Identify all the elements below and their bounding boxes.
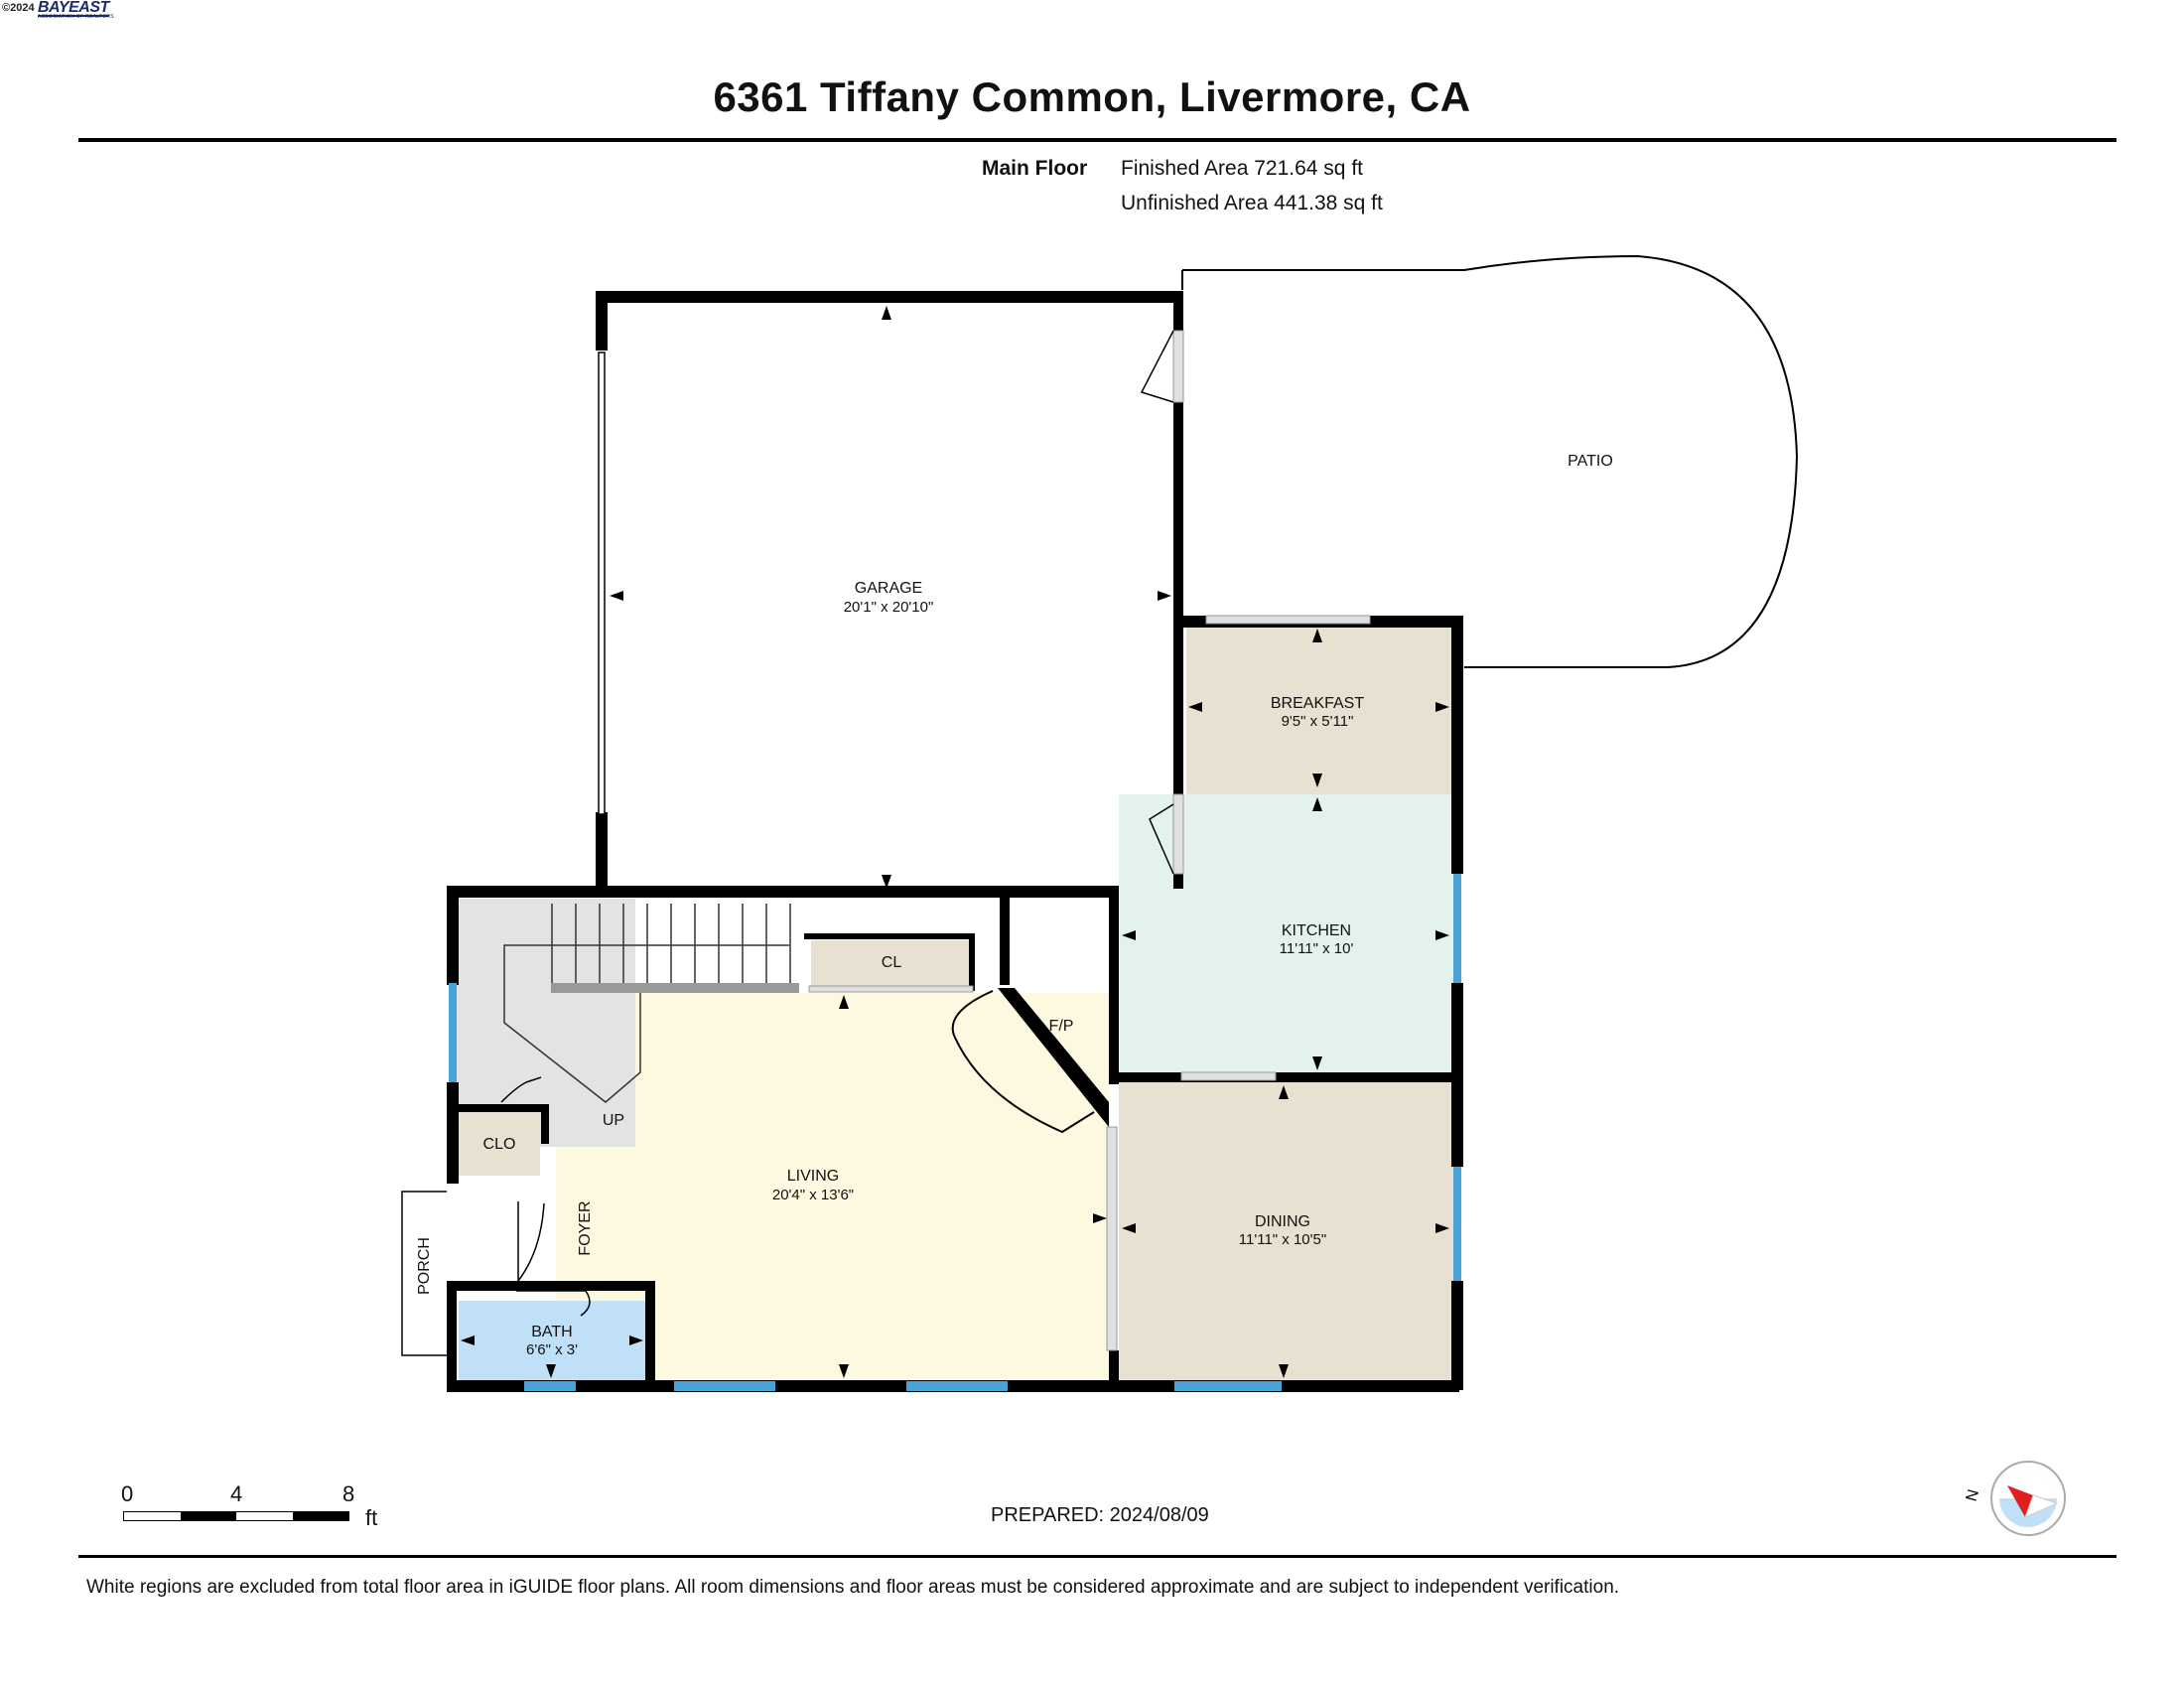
clo-fill xyxy=(459,1114,540,1176)
closet-fill xyxy=(811,940,975,988)
bayeast-logo: BAYEAST xyxy=(38,0,109,17)
unfinished-area: Unfinished Area 441.38 sq ft xyxy=(1121,192,1383,214)
breakfast-label: BREAKFAST xyxy=(1271,695,1364,712)
kitchen-label: KITCHEN xyxy=(1282,922,1351,939)
breakfast-fill xyxy=(1186,626,1454,794)
stair-treads xyxy=(503,904,791,1103)
bath-label: BATH xyxy=(531,1324,572,1340)
fireplace-label: F/P xyxy=(1049,1018,1074,1035)
copyright-text: ©2024 xyxy=(2,2,35,14)
living-label: LIVING xyxy=(787,1168,839,1185)
clo-label: CLO xyxy=(483,1136,516,1153)
prepared-date: PREPARED: 2024/08/09 xyxy=(991,1504,1209,1526)
scale-label-4: 4 xyxy=(230,1481,243,1506)
fireplace-wall xyxy=(998,988,1109,1127)
bayeast-logo-subtitle: ASSOCIATION OF REALTORS xyxy=(38,14,114,20)
patio-label: PATIO xyxy=(1568,453,1613,470)
scale-unit: ft xyxy=(365,1505,378,1530)
stairs-up-label: UP xyxy=(603,1112,624,1129)
scale-label-0: 0 xyxy=(121,1481,134,1506)
door-openings xyxy=(808,330,1371,1351)
scale-bar xyxy=(123,1511,349,1521)
foyer-label: FOYER xyxy=(577,1200,594,1255)
garage-label: GARAGE xyxy=(855,580,922,597)
fireplace-hearth xyxy=(951,990,1095,1134)
porch-outline xyxy=(401,1191,449,1356)
kitchen-dims: 11'11" x 10' xyxy=(1280,940,1354,957)
finished-area: Finished Area 721.64 sq ft xyxy=(1121,157,1363,180)
disclaimer-text: White regions are excluded from total fl… xyxy=(86,1577,1620,1598)
door-swings xyxy=(500,330,1174,1317)
garage-dims: 20'1" x 20'10" xyxy=(844,599,934,616)
page-title: 6361 Tiffany Common, Livermore, CA xyxy=(713,73,1471,120)
windows xyxy=(449,874,1461,1391)
porch-label: PORCH xyxy=(416,1237,433,1295)
top-divider xyxy=(78,138,2116,142)
stair-landing-edge xyxy=(551,983,799,993)
scale-label-8: 8 xyxy=(342,1481,355,1506)
living-fill xyxy=(635,993,1110,1385)
floor-name: Main Floor xyxy=(982,157,1088,180)
dining-dims: 11'11" x 10'5" xyxy=(1239,1231,1326,1248)
dining-label: DINING xyxy=(1255,1213,1310,1230)
garage-door xyxy=(598,352,606,815)
compass-icon: N xyxy=(1966,1461,2066,1536)
breakfast-dims: 9'5" x 5'11" xyxy=(1282,713,1354,730)
bath-dims: 6'6" x 3' xyxy=(526,1341,578,1358)
closet-label: CL xyxy=(882,954,902,971)
dimension-arrows xyxy=(461,306,1449,1378)
dining-fill xyxy=(1119,1082,1454,1380)
compass-north-label: N xyxy=(1966,1487,1982,1503)
living-dims: 20'4" x 13'6" xyxy=(772,1187,854,1203)
bottom-divider xyxy=(78,1555,2116,1558)
bath-fill xyxy=(459,1301,647,1390)
patio-outline xyxy=(1181,254,1799,668)
